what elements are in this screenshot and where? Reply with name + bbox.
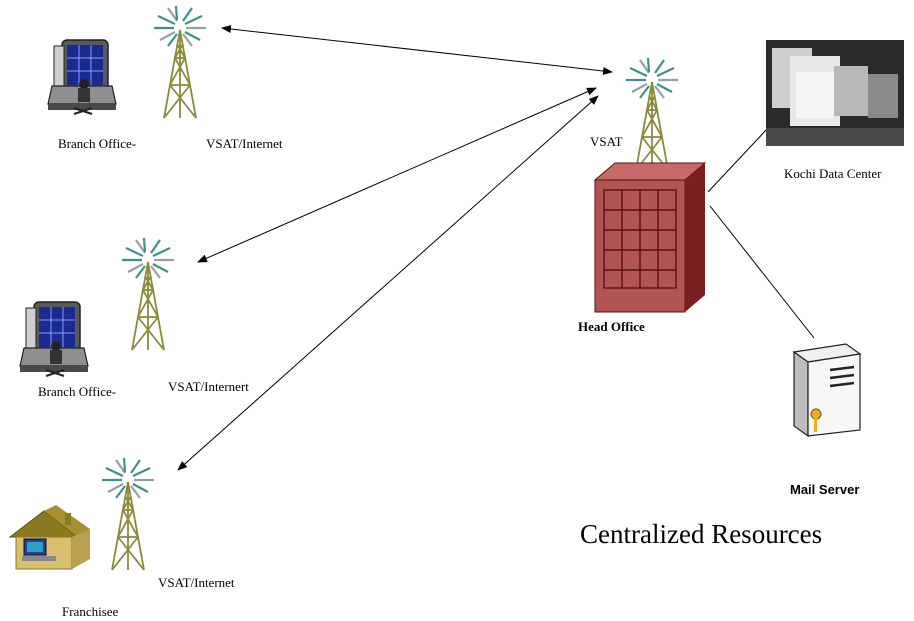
office-building-icon — [593, 162, 707, 313]
link-branch2-hq — [197, 87, 597, 263]
centralized-resources-title: Centralized Resources — [580, 519, 823, 549]
mail-server-label: Mail Server — [790, 482, 860, 497]
vsat-tower-icon — [120, 236, 176, 352]
branch-office-2-label: Branch Office- — [38, 384, 117, 399]
link-franchisee-hq — [177, 95, 599, 471]
vsat-tower-icon — [100, 456, 156, 572]
kochi-data-center-label: Kochi Data Center — [784, 166, 882, 181]
link-hq-mailserver — [709, 205, 815, 339]
vsat-tower-icon — [152, 4, 208, 120]
operator-workstation-icon — [47, 39, 117, 115]
data-center-photo — [766, 40, 904, 146]
link-hq-datacenter — [707, 127, 769, 193]
franchisee-label: Franchisee — [62, 604, 119, 619]
vsat-tower-icon — [624, 56, 680, 172]
house-computer-icon — [8, 505, 90, 570]
vsat-internet-3-label: VSAT/Internet — [158, 575, 235, 590]
server-icon — [792, 343, 862, 438]
operator-workstation-icon — [19, 301, 89, 377]
link-branch1-hq — [221, 25, 613, 75]
branch-office-1-label: Branch Office- — [58, 136, 137, 151]
vsat-internet-2-label: VSAT/Internert — [168, 379, 249, 394]
head-office-label: Head Office — [578, 319, 645, 334]
vsat-internet-1-label: VSAT/Internet — [206, 136, 283, 151]
vsat-hq-label: VSAT — [590, 134, 623, 149]
